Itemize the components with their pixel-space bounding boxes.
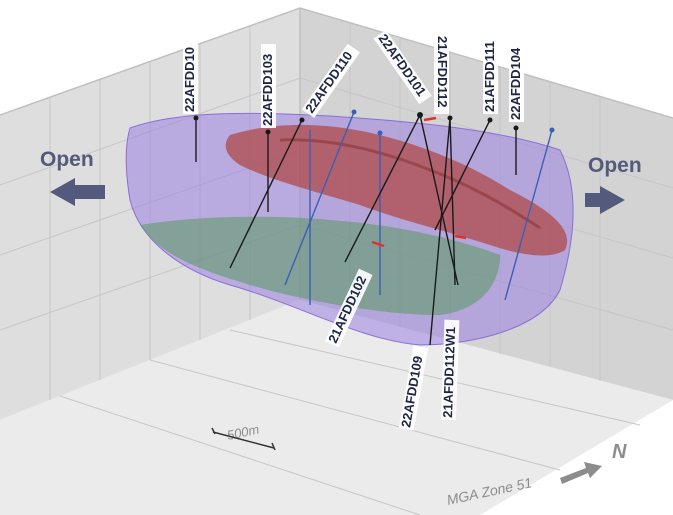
drillhole-label: 22AFDD103 bbox=[260, 54, 275, 126]
open-right-label: Open bbox=[588, 154, 642, 177]
floor bbox=[0, 300, 673, 515]
lower-lens bbox=[140, 216, 500, 315]
drillhole-label: 22AFDD104 bbox=[508, 47, 523, 120]
drillhole-label: 22AFDD10 bbox=[182, 47, 197, 112]
drillhole-label: 21AFDD111 bbox=[482, 41, 497, 112]
scale-bar bbox=[211, 427, 276, 451]
drillhole-label: 21AFDD112 bbox=[435, 36, 450, 108]
drillhole-label: 21AFDD112W1 bbox=[440, 327, 458, 419]
open-left-arrow bbox=[50, 178, 105, 206]
north-label: N bbox=[612, 441, 627, 463]
north-arrow bbox=[560, 462, 602, 484]
mineralised-body bbox=[225, 124, 568, 256]
intercepts bbox=[371, 116, 467, 248]
collar-points bbox=[193, 109, 555, 136]
open-left-label: Open bbox=[40, 148, 94, 171]
open-right-arrow bbox=[585, 186, 625, 214]
drill-traces bbox=[195, 111, 553, 346]
